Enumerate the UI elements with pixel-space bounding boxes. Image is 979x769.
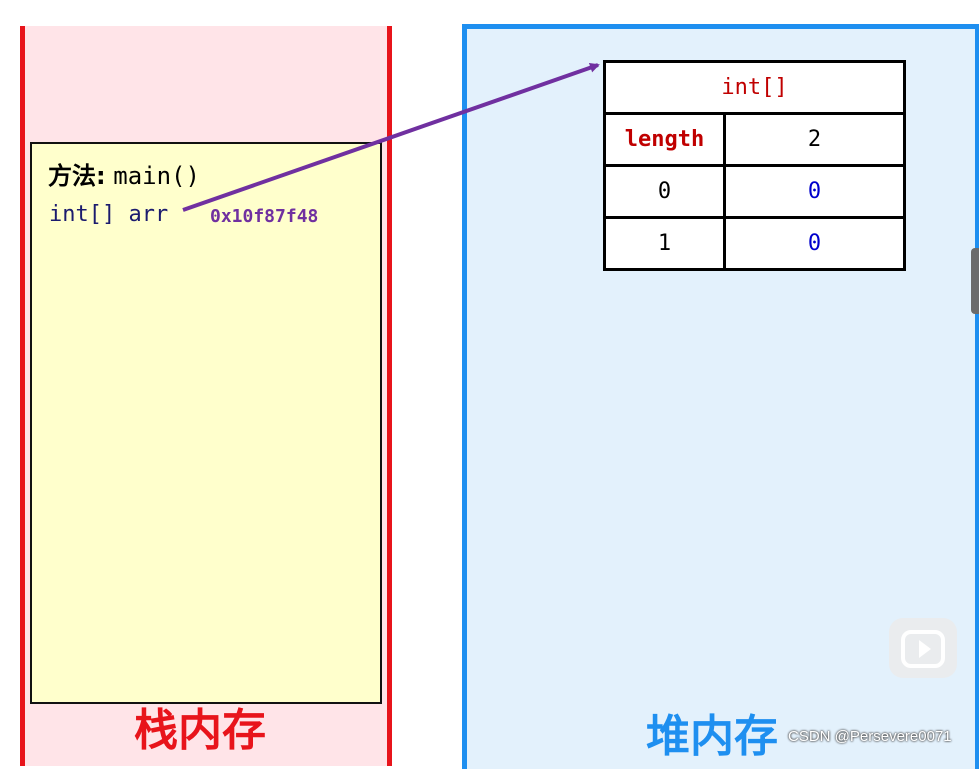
variable-address: 0x10f87f48	[210, 206, 319, 227]
stack-memory-label: 栈内存	[134, 705, 266, 756]
length-key: length	[603, 112, 726, 167]
method-title: 方法: main()	[48, 156, 200, 191]
array-type-header: int[]	[603, 60, 906, 115]
element-index: 1	[603, 216, 726, 271]
scroll-handle[interactable]	[971, 248, 979, 314]
element-value: 0	[723, 216, 906, 271]
array-element-row: 1 0	[603, 216, 906, 271]
element-index: 0	[603, 164, 726, 219]
video-play-button[interactable]	[889, 618, 957, 678]
length-value: 2	[723, 112, 906, 167]
element-value: 0	[723, 164, 906, 219]
array-length-row: length 2	[603, 112, 906, 167]
heap-memory-label: 堆内存	[646, 711, 778, 762]
method-prefix: 方法:	[48, 162, 106, 190]
array-element-row: 0 0	[603, 164, 906, 219]
int-array-object: int[] length 2 0 0 1 0	[603, 60, 906, 271]
play-icon	[901, 630, 945, 668]
variable-declaration: int[] arr	[49, 202, 169, 227]
csdn-watermark: CSDN @Persevere0071	[788, 728, 952, 745]
main-method-frame: 方法: main() int[] arr 0x10f87f48	[30, 142, 382, 704]
method-name: main()	[113, 162, 200, 190]
